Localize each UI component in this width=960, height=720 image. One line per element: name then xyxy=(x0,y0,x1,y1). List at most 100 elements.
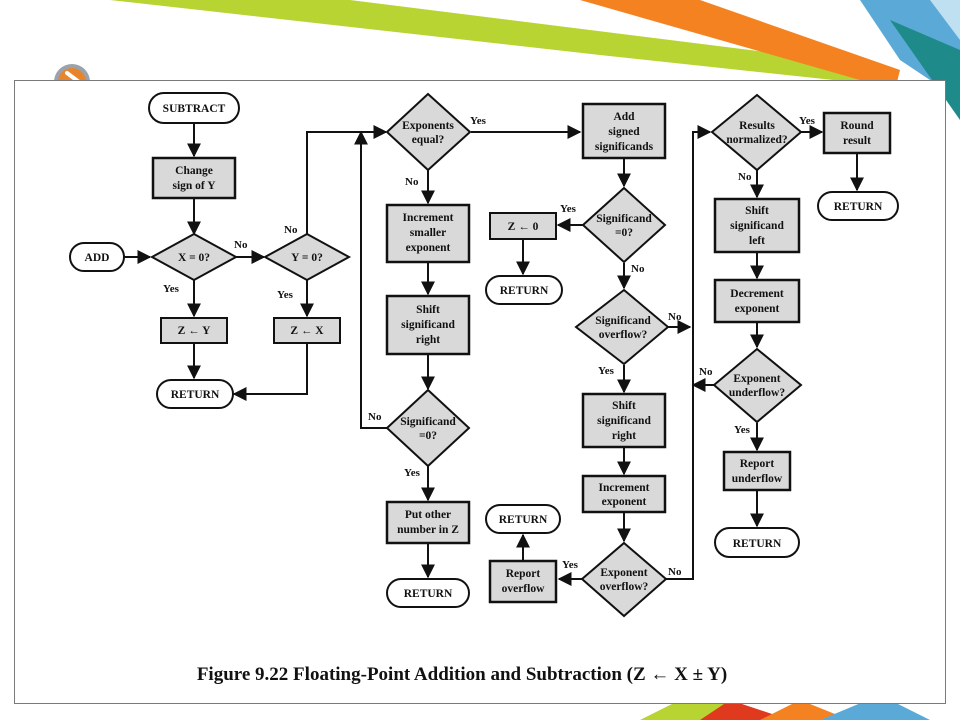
decr-exponent-line1: Decrement xyxy=(730,288,784,300)
lime-stripe xyxy=(110,0,880,85)
node-round-result: Round result xyxy=(822,111,892,155)
sig-overflow-line1: Significand xyxy=(595,315,651,327)
incr-smaller-line2: smaller xyxy=(410,227,446,239)
y-zero-label: Y = 0? xyxy=(291,252,323,264)
round-result-line2: result xyxy=(843,135,871,147)
z-zero-label: Z ← 0 xyxy=(508,221,539,233)
node-return-6: RETURN xyxy=(714,527,800,558)
node-sig-overflow: Significand overflow? xyxy=(574,288,670,366)
round-result-line1: Round xyxy=(840,120,874,132)
shift-right-2-line1: Shift xyxy=(612,400,636,412)
incr-smaller-line1: Increment xyxy=(403,212,454,224)
exp-equal-line2: equal? xyxy=(412,134,445,146)
sig-zero-1-line1: Significand xyxy=(400,416,456,428)
report-underflow-line1: Report xyxy=(740,458,775,470)
node-exp-overflow: Exponent overflow? xyxy=(580,541,668,618)
sig-overflow-no-label: No xyxy=(668,311,682,323)
shift-right-line3: right xyxy=(416,334,440,346)
sig-zero-2-line2: =0? xyxy=(615,227,633,239)
edges xyxy=(124,123,864,586)
incr-exponent-line1: Increment xyxy=(599,482,650,494)
z-y-label: Z ← Y xyxy=(178,325,211,337)
node-shift-left: Shift significand left xyxy=(713,197,801,254)
sig-overflow-yes-label: Yes xyxy=(598,365,615,377)
shift-right-2-line2: significand xyxy=(597,415,651,427)
shift-left-line2: significand xyxy=(730,220,784,232)
sig-zero-1-no-label: No xyxy=(368,411,382,423)
add-signed-line2: signed xyxy=(608,126,640,138)
orange-stripe xyxy=(580,0,900,90)
node-exp-underflow: Exponent underflow? xyxy=(712,347,803,424)
bottom-red-stripe xyxy=(700,700,790,720)
put-other-line2: number in Z xyxy=(397,524,459,536)
x-zero-yes-label: Yes xyxy=(163,283,180,295)
sig-zero-2-yes-label: Yes xyxy=(560,203,577,215)
return-2-label: RETURN xyxy=(404,588,453,600)
return-4-label: RETURN xyxy=(499,514,548,526)
node-incr-smaller: Increment smaller exponent xyxy=(385,203,471,264)
node-shift-right-2: Shift significand right xyxy=(581,392,667,449)
node-change-sign: Change sign of Y xyxy=(151,156,237,200)
node-y-zero: Y = 0? xyxy=(262,232,352,282)
node-decr-exponent: Decrement exponent xyxy=(713,278,801,324)
shift-left-line1: Shift xyxy=(745,205,769,217)
node-subtract: SUBTRACT xyxy=(148,92,240,124)
exp-underflow-line1: Exponent xyxy=(733,373,780,385)
exp-overflow-line2: overflow? xyxy=(600,581,649,593)
return-6-label: RETURN xyxy=(733,538,782,550)
node-return-3: RETURN xyxy=(485,275,563,305)
z-x-label: Z ← X xyxy=(290,325,324,337)
add-signed-line3: significands xyxy=(595,141,654,153)
decr-exponent-line2: exponent xyxy=(735,303,780,315)
report-underflow-line2: underflow xyxy=(732,473,783,485)
incr-exponent-line2: exponent xyxy=(602,496,647,508)
exp-underflow-yes-label: Yes xyxy=(734,424,751,436)
y-zero-no-label: No xyxy=(284,224,298,236)
node-report-overflow: Report overflow xyxy=(488,559,558,604)
sig-zero-2-line1: Significand xyxy=(596,213,652,225)
node-exp-equal: Exponents equal? xyxy=(385,92,472,172)
node-sig-zero-2: Significand =0? xyxy=(581,186,667,264)
exp-overflow-yes-label: Yes xyxy=(562,559,579,571)
sig-zero-2-no-label: No xyxy=(631,263,645,275)
node-add-signed: Add signed significands xyxy=(581,102,667,160)
incr-smaller-line3: exponent xyxy=(406,242,451,254)
return-1-label: RETURN xyxy=(171,389,220,401)
node-z-y: Z ← Y xyxy=(160,317,228,344)
node-report-underflow: Report underflow xyxy=(722,450,792,492)
report-overflow-line1: Report xyxy=(506,568,541,580)
results-norm-line1: Results xyxy=(739,120,775,132)
shift-right-line1: Shift xyxy=(416,304,440,316)
node-put-other: Put other number in Z xyxy=(385,500,471,545)
report-overflow-line2: overflow xyxy=(502,583,545,595)
exp-overflow-line1: Exponent xyxy=(600,567,647,579)
node-results-norm: Results normalized? xyxy=(710,93,803,172)
results-norm-line2: normalized? xyxy=(726,134,788,146)
return-3-label: RETURN xyxy=(500,285,549,297)
figure-caption: Figure 9.22 Floating-Point Addition and … xyxy=(197,664,727,685)
exp-underflow-no-label: No xyxy=(699,366,713,378)
exp-equal-no-label: No xyxy=(405,176,419,188)
x-zero-no-label: No xyxy=(234,239,248,251)
results-norm-no-label: No xyxy=(738,171,752,183)
x-zero-label: X = 0? xyxy=(178,252,210,264)
sig-overflow-line2: overflow? xyxy=(599,329,648,341)
shift-right-line2: significand xyxy=(401,319,455,331)
node-add: ADD xyxy=(69,242,125,272)
change-sign-line2: sign of Y xyxy=(172,180,216,192)
put-other-line1: Put other xyxy=(405,509,451,521)
exp-equal-line1: Exponents xyxy=(402,120,454,132)
exp-underflow-line2: underflow? xyxy=(729,387,785,399)
y-zero-yes-label: Yes xyxy=(277,289,294,301)
node-shift-right: Shift significand right xyxy=(385,294,471,356)
node-return-4: RETURN xyxy=(485,504,561,534)
bottom-blue-stripe xyxy=(820,695,930,720)
exp-equal-yes-label: Yes xyxy=(470,115,487,127)
add-signed-line1: Add xyxy=(613,111,635,123)
results-norm-yes-label: Yes xyxy=(799,115,816,127)
node-z-x: Z ← X xyxy=(273,317,341,344)
shift-left-line3: left xyxy=(749,235,765,247)
node-return-5: RETURN xyxy=(817,191,899,221)
node-incr-exponent: Increment exponent xyxy=(581,474,667,514)
